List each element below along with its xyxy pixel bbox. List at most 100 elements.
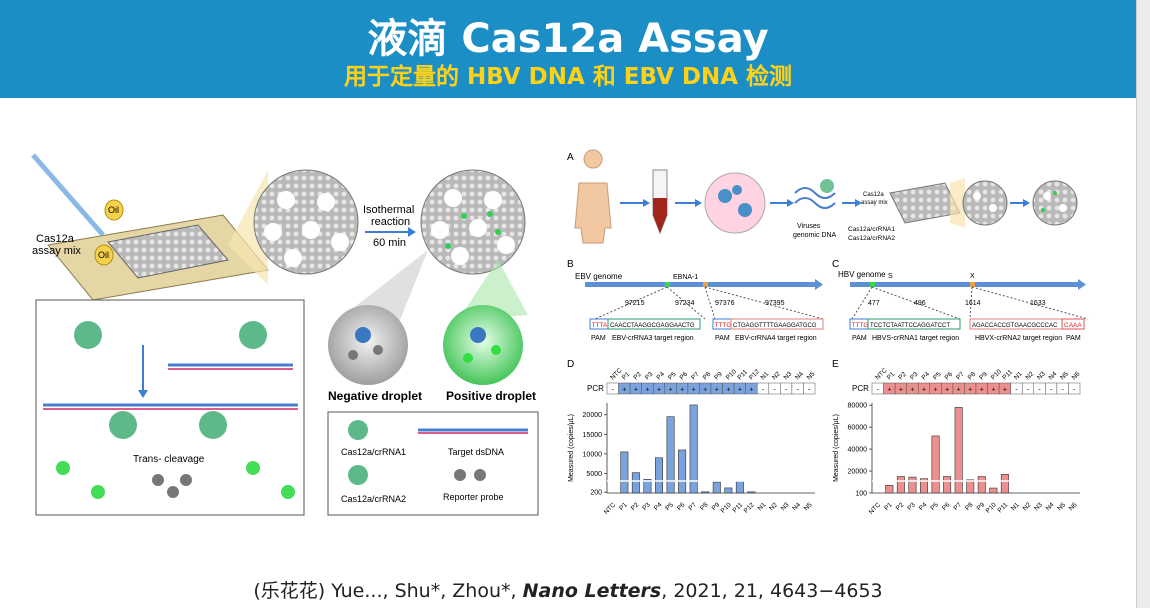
x-tick-label: P7 bbox=[688, 501, 699, 512]
pcr-cell bbox=[803, 382, 816, 395]
y-axis-label: Measured (copies/μL) bbox=[833, 414, 840, 482]
negative-droplet-label: Negative droplet bbox=[328, 389, 422, 403]
pipette bbox=[31, 153, 105, 237]
y-tick-label: 20000 bbox=[848, 469, 868, 476]
pcr-cell-label: - bbox=[762, 387, 765, 394]
top-category-label: P12 bbox=[748, 368, 761, 381]
virus-circle bbox=[704, 172, 766, 234]
x-tick-label: N4 bbox=[1045, 501, 1056, 512]
panel-d-letter: D bbox=[567, 359, 574, 370]
c-label-pam-1: PAM bbox=[852, 335, 867, 342]
top-category-label: N4 bbox=[794, 370, 805, 381]
bar bbox=[954, 407, 963, 494]
trans-cleavage-label: Trans- cleavage bbox=[133, 454, 205, 465]
a-assay-label-2: assay mix bbox=[861, 200, 888, 206]
y-tick-label: 15000 bbox=[583, 432, 603, 439]
pcr-cell-label: - bbox=[1073, 387, 1076, 394]
x-tick-label: N1 bbox=[1010, 501, 1021, 512]
isothermal-label-1: Isothermal bbox=[363, 204, 414, 216]
pcr-label: PCR bbox=[852, 384, 869, 393]
top-category-label: P3 bbox=[909, 371, 920, 382]
negative-droplet bbox=[328, 305, 408, 385]
c-label-pam-2: PAM bbox=[1066, 335, 1081, 342]
positive-droplet-label: Positive droplet bbox=[446, 389, 536, 403]
positive-droplet bbox=[443, 305, 523, 385]
pcr-cell-label: + bbox=[945, 387, 949, 394]
human-figure bbox=[574, 149, 612, 244]
b-pos-4: 97395 bbox=[765, 300, 785, 307]
b-gene-label: EBNA-1 bbox=[673, 274, 698, 281]
x-tick-label: P8 bbox=[699, 501, 710, 512]
panel-c: C HBV genome S X 477 496 1614 1633 TTTG … bbox=[832, 259, 1089, 342]
pcr-cell-label: + bbox=[899, 387, 903, 394]
panel-b-letter: B bbox=[567, 259, 574, 270]
y-axis-label: Measured (copies/μL) bbox=[568, 414, 575, 482]
top-category-label: P2 bbox=[632, 371, 643, 382]
top-category-label: N2 bbox=[771, 370, 782, 381]
c-pos-4: 1633 bbox=[1030, 300, 1046, 307]
top-category-label: P10 bbox=[725, 368, 738, 381]
c-gene-x: X bbox=[970, 273, 975, 280]
panel-a: A Viruses genomic DNA Cas12a/crRNA1 Cas1… bbox=[567, 149, 1078, 244]
bar bbox=[643, 479, 652, 494]
pos-zoom-wedge bbox=[458, 260, 528, 320]
top-category-label: P8 bbox=[967, 371, 978, 382]
top-category-label: P3 bbox=[644, 371, 655, 382]
citation: (乐花花) Yue..., Shu*, Zhou*, Nano Letters,… bbox=[0, 576, 1136, 603]
bar bbox=[689, 404, 698, 494]
bar bbox=[678, 449, 687, 494]
pcr-cell-label: - bbox=[877, 387, 880, 394]
panel-c-letter: C bbox=[832, 259, 839, 270]
bar bbox=[896, 476, 905, 494]
pcr-cell-label: + bbox=[957, 387, 961, 394]
top-category-label: P5 bbox=[932, 371, 943, 382]
pcr-cell-label: + bbox=[922, 387, 926, 394]
b-pos-1: 97215 bbox=[625, 300, 645, 307]
page-title: 液滴 Cas12a Assay bbox=[367, 16, 769, 62]
x-tick-label: P3 bbox=[641, 501, 652, 512]
b-label-pam-2: PAM bbox=[715, 335, 730, 342]
x-tick-label: P5 bbox=[929, 501, 940, 512]
panel-a-letter: A bbox=[567, 152, 574, 163]
x-tick-label: N2 bbox=[1022, 501, 1033, 512]
x-tick-label: P4 bbox=[653, 501, 664, 512]
b-genome-label: EBV genome bbox=[575, 272, 623, 281]
c-seq-2: AGACCACCGTGAACGCCCAC bbox=[972, 323, 1058, 329]
pcr-cell-label: + bbox=[738, 387, 742, 394]
virus-label-2: genomic DNA bbox=[793, 232, 837, 239]
top-category-label: N3 bbox=[1036, 370, 1047, 381]
top-category-label: P9 bbox=[978, 371, 989, 382]
b-seq-1: CAACCTAAGGCGAGGAACTG bbox=[610, 323, 695, 329]
droplet-array-before bbox=[253, 169, 359, 275]
bar bbox=[701, 491, 710, 494]
x-tick-label: N5 bbox=[1056, 501, 1067, 512]
b-label-pam-1: PAM bbox=[591, 335, 606, 342]
x-tick-label: N2 bbox=[768, 501, 779, 512]
bar bbox=[631, 472, 640, 494]
bar bbox=[989, 487, 998, 494]
vertical-scrollbar[interactable] bbox=[1136, 0, 1150, 608]
oil-drop-bottom bbox=[94, 244, 114, 266]
bar bbox=[747, 491, 756, 494]
bar bbox=[712, 481, 721, 494]
x-tick-label: P9 bbox=[711, 501, 722, 512]
b-seq-2: CTGAGGTTTTGAAGGATGCG bbox=[733, 323, 817, 329]
legend-target: Target dsDNA bbox=[448, 447, 504, 457]
x-tick-label: P7 bbox=[953, 501, 964, 512]
top-category-label: P7 bbox=[955, 371, 966, 382]
y-tick-label: 100 bbox=[855, 490, 867, 497]
top-category-label: P4 bbox=[655, 371, 666, 382]
assay-mix-label-1: Cas12a bbox=[36, 233, 75, 245]
legend-cr2: Cas12a/crRNA2 bbox=[341, 494, 406, 504]
pcr-cell-label: + bbox=[657, 387, 661, 394]
bar bbox=[931, 435, 940, 494]
isothermal-label-2: reaction bbox=[371, 216, 410, 228]
y-tick-label: 20000 bbox=[583, 412, 603, 419]
zoom-cone bbox=[228, 170, 268, 285]
pcr-cell-label: - bbox=[1015, 387, 1018, 394]
pcr-cell-label: - bbox=[612, 387, 615, 394]
y-tick-label: 40000 bbox=[848, 447, 868, 454]
x-tick-label: P12 bbox=[743, 501, 756, 514]
top-category-label: P9 bbox=[713, 371, 724, 382]
